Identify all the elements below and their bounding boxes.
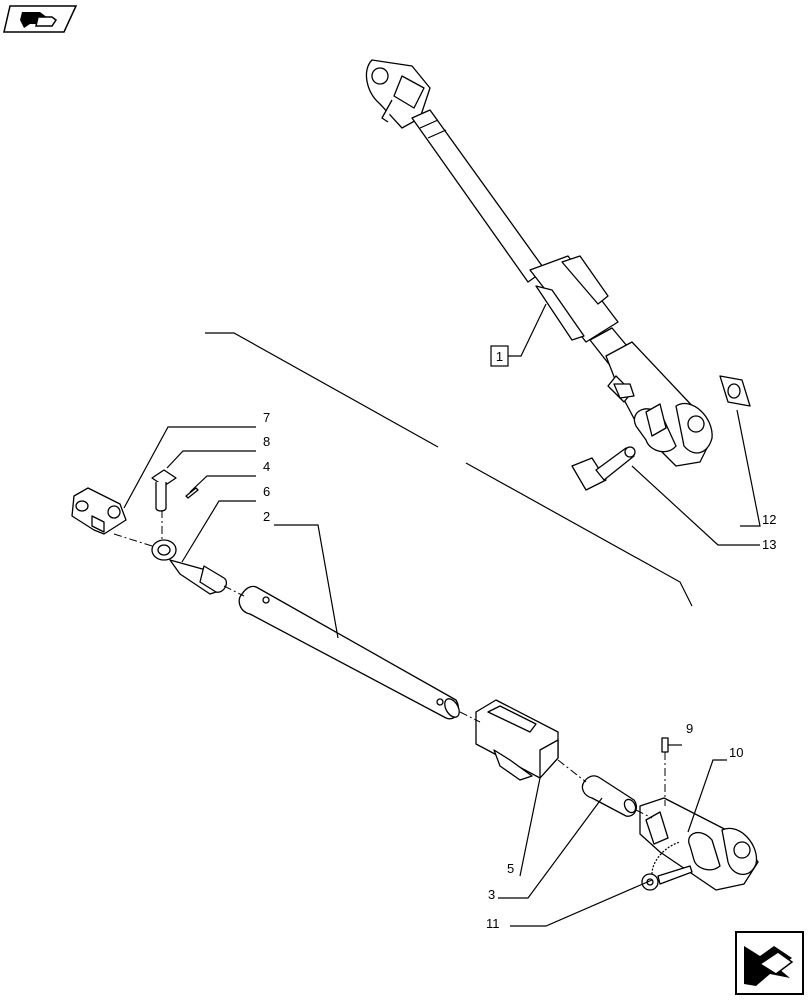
part-10-clevis [639, 797, 759, 891]
part-9-pin [661, 737, 669, 753]
part-2-tube [238, 585, 460, 720]
label-3: 3 [488, 887, 495, 902]
label-1: 1 [496, 349, 503, 364]
explosion-guide-lines [205, 332, 693, 607]
part-11-lynch-pin [641, 841, 693, 891]
label-11: 11 [486, 916, 500, 931]
label-6: 6 [263, 484, 270, 499]
label-7: 7 [263, 410, 270, 425]
part-7-clevis [71, 487, 127, 535]
label-2: 2 [263, 509, 270, 524]
label-13: 13 [762, 537, 776, 552]
label-8: 8 [263, 434, 270, 449]
part-13-pin [571, 446, 636, 491]
next-page-arrow-icon[interactable] [735, 931, 804, 995]
part-12-washer [719, 375, 751, 407]
label-4: 4 [263, 459, 270, 474]
assembly-centerline [113, 510, 666, 819]
part-1-callout: 1 [490, 345, 509, 367]
label-9: 9 [686, 721, 693, 736]
label-12: 12 [762, 512, 776, 527]
part-4-small-pin [185, 487, 199, 499]
part-3-nut [581, 775, 638, 817]
callout-labels: 7 8 4 6 2 12 13 9 10 5 3 11 [263, 410, 776, 931]
assembled-top-link [365, 59, 713, 467]
part-8-pin [151, 469, 177, 512]
label-5: 5 [507, 861, 514, 876]
page-back-icon[interactable] [3, 5, 78, 33]
part-6-threaded-end [151, 539, 228, 595]
leader-lines [123, 303, 761, 927]
label-10: 10 [729, 745, 743, 760]
part-5-sleeve [475, 699, 559, 781]
